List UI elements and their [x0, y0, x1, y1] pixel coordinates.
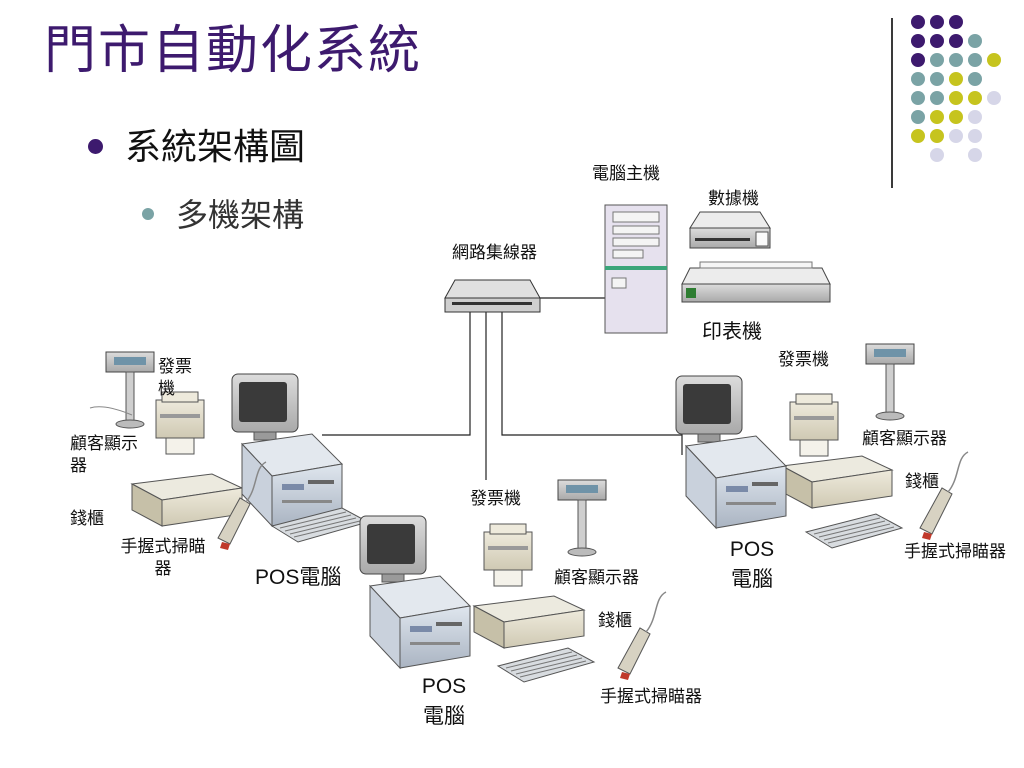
- decor-dot: [949, 15, 963, 29]
- decor-dot: [930, 129, 944, 143]
- host-computer: [604, 204, 668, 334]
- bullet-level2-text: 多機架構: [176, 196, 305, 234]
- bullet-level1-text: 系統架構圖: [125, 127, 306, 168]
- decor-dot: [949, 91, 963, 105]
- bullet-level1: 系統架構圖: [88, 118, 305, 170]
- label-network-hub: 網路集線器: [452, 243, 537, 263]
- decor-dot: [968, 34, 982, 48]
- decor-dot: [911, 15, 925, 29]
- label-middle-customer-display: 顧客顯示器: [554, 568, 639, 588]
- label-left-cash-drawer: 錢櫃: [70, 509, 104, 529]
- decor-dot: [930, 148, 944, 162]
- decor-dot: [930, 110, 944, 124]
- decor-dot: [930, 15, 944, 29]
- bullet-level2: 多機架構: [142, 190, 304, 236]
- label-middle-receipt-printer: 發票機: [470, 489, 521, 509]
- label-middle-cash-drawer: 錢櫃: [598, 611, 632, 631]
- label-printer: 印表機: [702, 319, 762, 343]
- network-hub: [444, 279, 541, 313]
- label-right-receipt-printer: 發票機: [778, 350, 829, 370]
- label-left-receipt-printer: 發票機: [158, 357, 192, 399]
- decor-dot: [911, 53, 925, 67]
- decor-dot: [911, 91, 925, 105]
- decor-dot: [949, 53, 963, 67]
- bullet-dot-icon: [88, 138, 103, 154]
- decor-dot: [911, 34, 925, 48]
- bullet-dot-icon: [142, 208, 154, 220]
- divider-line: [891, 18, 893, 188]
- label-middle-scanner: 手握式掃瞄器: [600, 687, 702, 707]
- decor-dot: [987, 53, 1001, 67]
- label-right-scanner: 手握式掃瞄器: [904, 542, 1006, 562]
- label-left-customer-display: 顧客顯示器: [70, 434, 138, 476]
- label-right-cash-drawer: 錢櫃: [905, 472, 939, 492]
- slide-title: 門市自動化系統: [44, 21, 423, 81]
- decor-dot: [949, 110, 963, 124]
- label-host-computer: 電腦主機: [592, 164, 660, 184]
- decor-dot: [968, 110, 982, 124]
- decor-dot: [911, 129, 925, 143]
- decor-dot: [968, 129, 982, 143]
- decor-dot: [930, 34, 944, 48]
- label-left-scanner: 手握式掃瞄器: [120, 537, 206, 579]
- decor-dot: [968, 53, 982, 67]
- label-modem: 數據機: [708, 189, 759, 209]
- decor-dot: [968, 148, 982, 162]
- decor-dot: [930, 91, 944, 105]
- decor-dot: [930, 53, 944, 67]
- decor-dot: [987, 91, 1001, 105]
- decor-dot: [968, 72, 982, 86]
- decor-dot: [949, 34, 963, 48]
- decor-dot: [949, 129, 963, 143]
- left-station: [89, 351, 369, 551]
- modem: [689, 211, 771, 249]
- line-printer: [681, 261, 831, 303]
- label-middle-pos: POS電腦: [421, 675, 467, 728]
- decor-dot: [949, 72, 963, 86]
- decor-dot: [968, 91, 982, 105]
- decorative-dot-grid: [911, 15, 1001, 162]
- label-right-pos: POS電腦: [729, 538, 775, 591]
- network-cables: [322, 297, 683, 480]
- decor-dot: [930, 72, 944, 86]
- decor-dot: [911, 110, 925, 124]
- label-right-customer-display: 顧客顯示器: [862, 429, 947, 449]
- label-left-pos: POS電腦: [255, 566, 342, 589]
- decor-dot: [911, 72, 925, 86]
